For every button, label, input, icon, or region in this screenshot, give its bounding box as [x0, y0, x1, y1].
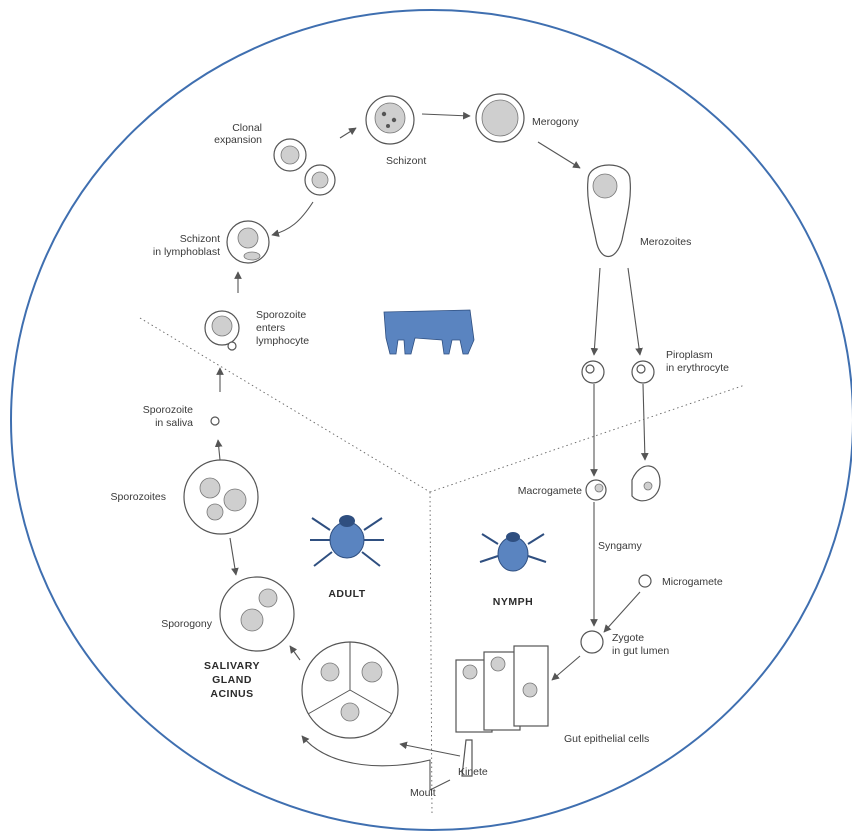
label-sporozoites: Sporozoites — [111, 491, 166, 503]
label-sporozoite-saliva-1: Sporozoite — [143, 404, 193, 416]
cell-piroplasm-1 — [582, 361, 604, 383]
label-merogony: Merogony — [532, 116, 579, 128]
label-clonal-1: Clonal — [232, 122, 262, 134]
arrow-6 — [272, 202, 313, 235]
cell-schizont — [366, 96, 414, 144]
label-schizont: Schizont — [386, 155, 426, 167]
label-kinete: Kinete — [458, 766, 488, 778]
salivary-gland-acinus — [302, 642, 398, 738]
tick-adult-icon — [310, 515, 384, 566]
cell-sporogony — [220, 577, 294, 651]
arrow-17 — [302, 736, 450, 790]
label-merozoites: Merozoites — [640, 236, 691, 248]
arrow-4 — [594, 268, 600, 355]
label-adult: ADULT — [328, 588, 365, 600]
label-macrogamete: Macrogamete — [518, 485, 582, 497]
cell-sporozoites — [184, 460, 258, 534]
label-sporozoite-enters-2: enters — [256, 322, 285, 334]
label-sporozoite-saliva-2: in saliva — [155, 417, 193, 429]
label-salivary-3: ACINUS — [210, 688, 253, 700]
label-schizont-lymphoblast-2: in lymphoblast — [153, 246, 220, 258]
arrow-13 — [552, 656, 580, 680]
label-salivary-2: GLAND — [212, 674, 252, 686]
arrow-10 — [643, 384, 645, 460]
label-piroplasm-1: Piroplasm — [666, 349, 713, 361]
cell-zygote — [581, 631, 603, 653]
label-gut-cells: Gut epithelial cells — [564, 733, 649, 745]
arrow-12 — [604, 592, 640, 632]
cell-sporozoite-enters-lymphocyte — [205, 311, 239, 350]
cell-piroplasm-2 — [632, 361, 654, 383]
arrow-3 — [538, 142, 580, 168]
cell-clonal-expansion — [274, 139, 335, 195]
cell-microgamete — [639, 575, 651, 587]
cell-schizont-lymphoblast — [227, 221, 269, 263]
cell-sporozoite-saliva — [211, 417, 219, 425]
arrow-15 — [290, 646, 300, 660]
label-sporozoite-enters-3: lymphocyte — [256, 335, 309, 347]
arrow-18 — [218, 440, 220, 460]
label-sporogony: Sporogony — [161, 618, 213, 630]
arrow-1 — [340, 128, 356, 138]
label-syngamy: Syngamy — [598, 540, 643, 552]
label-zygote-1: Zygote — [612, 632, 644, 644]
label-zygote-2: in gut lumen — [612, 645, 669, 657]
arrow-14 — [230, 538, 236, 575]
arrow-2 — [422, 114, 470, 116]
label-salivary-1: SALIVARY — [204, 660, 260, 672]
cell-merozoites — [588, 165, 631, 257]
label-microgamete: Microgamete — [662, 576, 723, 588]
arrow-5 — [628, 268, 640, 355]
arrow-16 — [400, 744, 460, 756]
divider-right — [430, 385, 745, 492]
tick-nymph-icon — [480, 532, 546, 571]
cattle-icon — [384, 310, 474, 354]
label-moult: Moult — [410, 787, 436, 799]
outer-ring — [11, 10, 852, 830]
label-sporozoite-enters-1: Sporozoite — [256, 309, 306, 321]
cell-merogony — [476, 94, 524, 142]
cell-microgamete-cluster — [632, 466, 660, 501]
cell-macrogamete — [586, 480, 606, 500]
label-nymph: NYMPH — [493, 596, 533, 608]
gut-epithelial-cells — [456, 646, 548, 776]
label-clonal-2: expansion — [214, 134, 262, 146]
label-piroplasm-2: in erythrocyte — [666, 362, 729, 374]
label-schizont-lymphoblast-1: Schizont — [180, 233, 220, 245]
